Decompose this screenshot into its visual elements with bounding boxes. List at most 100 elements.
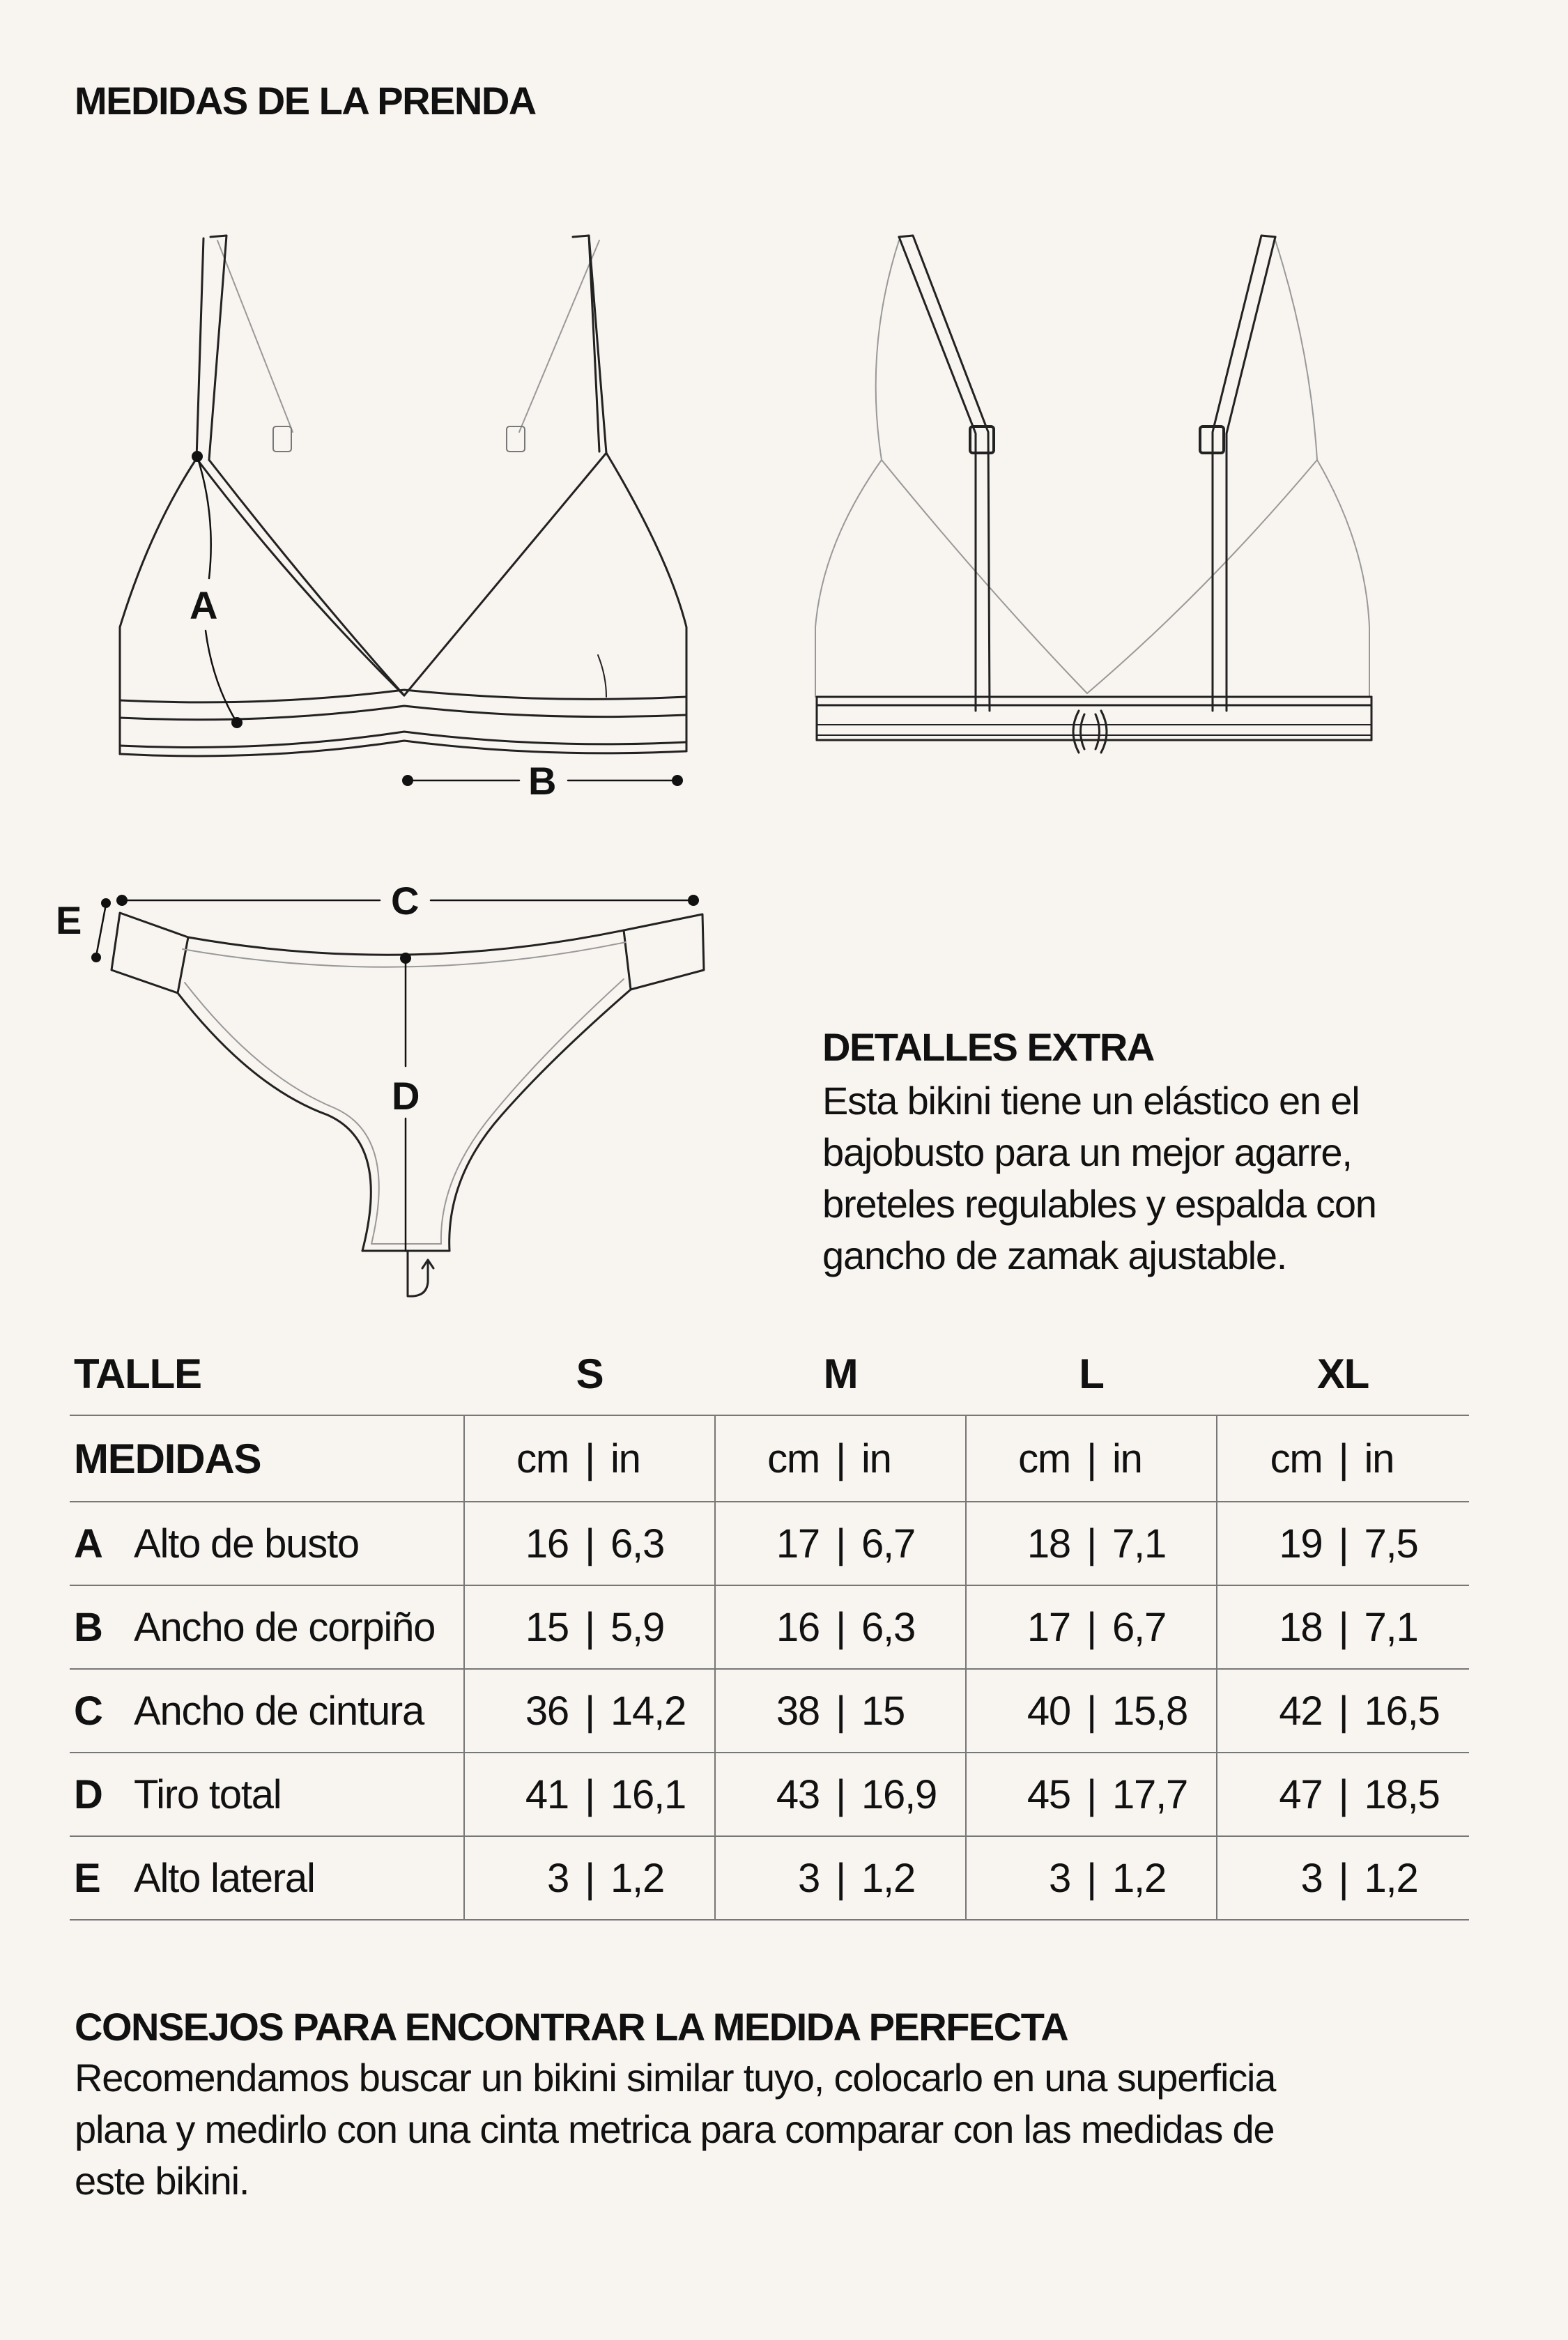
value-cm: 3 [797, 1855, 820, 1901]
bra-front-drawing [118, 234, 688, 757]
value-cell: 47 | 18,5 [1216, 1752, 1469, 1836]
value-cell: 16|6,3 [714, 1585, 966, 1669]
value-cm: 18 [1279, 1604, 1323, 1650]
value-cm: 16 [525, 1521, 569, 1567]
unit-sep: | [836, 1435, 846, 1481]
value-cm: 43 [776, 1771, 820, 1817]
value-in: 5,9 [610, 1604, 665, 1650]
measure-letter: C [74, 1688, 103, 1734]
value-cell: 3 | 1,2 [1216, 1835, 1469, 1921]
value-cm: 17 [776, 1521, 820, 1567]
value-cm: 36 [525, 1688, 569, 1734]
unit-cm: cm [767, 1435, 820, 1481]
value-cm: 19 [1279, 1521, 1323, 1567]
value-cell: 18|7,1 [1216, 1585, 1469, 1669]
unit-in: in [1112, 1435, 1143, 1481]
section-title: MEDIDAS DE LA PRENDA [75, 79, 537, 123]
value-sep: | [836, 1688, 846, 1734]
value-sep: | [1086, 1521, 1097, 1567]
value-sep: | [1338, 1521, 1349, 1567]
label-a: A [190, 583, 217, 627]
tips-line: plana y medirlo con una cinta metrica pa… [75, 2107, 1275, 2151]
value-in: 7,1 [1112, 1521, 1167, 1567]
tips-title: CONSEJOS PARA ENCONTRAR LA MEDIDA PERFEC… [75, 2005, 1069, 2049]
measure-name: Alto de busto [134, 1521, 360, 1567]
value-cm: 41 [525, 1771, 569, 1817]
unit-sep: | [585, 1435, 595, 1481]
value-cell: 3 | 1,2 [965, 1835, 1217, 1921]
value-in: 6,7 [1112, 1604, 1167, 1650]
value-cell: 19 | 7,5 [1216, 1501, 1469, 1585]
extra-line: bajobusto para un mejor agarre, [822, 1130, 1353, 1174]
value-in: 1,2 [1364, 1855, 1419, 1901]
value-cell: 17 | 6,7 [965, 1585, 1217, 1669]
extra-line: gancho de zamak ajustable. [822, 1233, 1287, 1277]
unit-cm: cm [516, 1435, 569, 1481]
size-l: L [1079, 1350, 1105, 1397]
value-in: 16,1 [610, 1771, 686, 1817]
value-cell: 40|15,8 [965, 1668, 1217, 1753]
measure-dots [91, 451, 699, 964]
tips-section: CONSEJOS PARA ENCONTRAR LA MEDIDA PERFEC… [75, 2004, 1510, 2207]
value-sep: | [585, 1688, 595, 1734]
value-sep: | [1086, 1688, 1097, 1734]
value-cell: 3|1,2 [714, 1835, 966, 1921]
value-in: 1,2 [1112, 1855, 1167, 1901]
unit-sep: | [1086, 1435, 1097, 1481]
units-row: MEDIDAS cm|in cm|in cm|in cm|in [70, 1415, 1469, 1502]
value-cell: 38|15 [714, 1668, 966, 1753]
label-b: B [528, 759, 556, 803]
value-sep: | [1086, 1855, 1097, 1901]
measure-name: Alto lateral [134, 1855, 316, 1901]
value-in: 16,9 [861, 1771, 937, 1817]
value-cm: 42 [1279, 1688, 1323, 1734]
value-cell: 36|14,2 [463, 1668, 715, 1753]
value-in: 18,5 [1364, 1771, 1440, 1817]
value-cm: 17 [1027, 1604, 1071, 1650]
value-cm: 47 [1279, 1771, 1323, 1817]
value-sep: | [1086, 1771, 1097, 1817]
value-in: 6,3 [861, 1604, 916, 1650]
value-cm: 15 [525, 1604, 569, 1650]
size-xl: XL [1316, 1350, 1369, 1397]
size-table: TALLE S M L XL MEDIDAS cm|in cm|in cm|in… [70, 1332, 1469, 1921]
unit-in: in [861, 1435, 892, 1481]
bra-back-drawing [815, 234, 1373, 754]
value-in: 16,5 [1364, 1688, 1440, 1734]
extra-title: DETALLES EXTRA [822, 1025, 1155, 1069]
value-cm: 3 [1048, 1855, 1071, 1901]
measure-letter: D [74, 1771, 103, 1817]
value-cm: 18 [1027, 1521, 1071, 1567]
label-e: E [56, 898, 82, 942]
unit-in: in [610, 1435, 641, 1481]
measure-letter: E [74, 1855, 101, 1901]
value-sep: | [1338, 1771, 1349, 1817]
units-label: MEDIDAS [70, 1415, 464, 1502]
value-in: 7,5 [1364, 1521, 1419, 1567]
unit-sep: | [1338, 1435, 1349, 1481]
label-c: C [391, 879, 419, 923]
measure-letter: B [74, 1604, 103, 1650]
value-sep: | [585, 1855, 595, 1901]
value-cell: 18 | 7,1 [965, 1501, 1217, 1585]
value-cell: 45|17,7 [965, 1752, 1217, 1836]
value-cell: 16|6,3 [463, 1501, 715, 1585]
value-in: 7,1 [1364, 1604, 1419, 1650]
value-sep: | [1086, 1604, 1097, 1650]
value-in: 1,2 [610, 1855, 665, 1901]
size-m: M [823, 1350, 859, 1397]
value-in: 15,8 [1112, 1688, 1188, 1734]
value-cm: 3 [546, 1855, 569, 1901]
value-sep: | [836, 1855, 846, 1901]
tips-line: Recomendamos buscar un bikini similar tu… [75, 2056, 1276, 2100]
value-in: 6,7 [861, 1521, 916, 1567]
value-cm: 3 [1300, 1855, 1323, 1901]
value-sep: | [1338, 1855, 1349, 1901]
garment-diagrams: A B C D E [56, 234, 1373, 1298]
